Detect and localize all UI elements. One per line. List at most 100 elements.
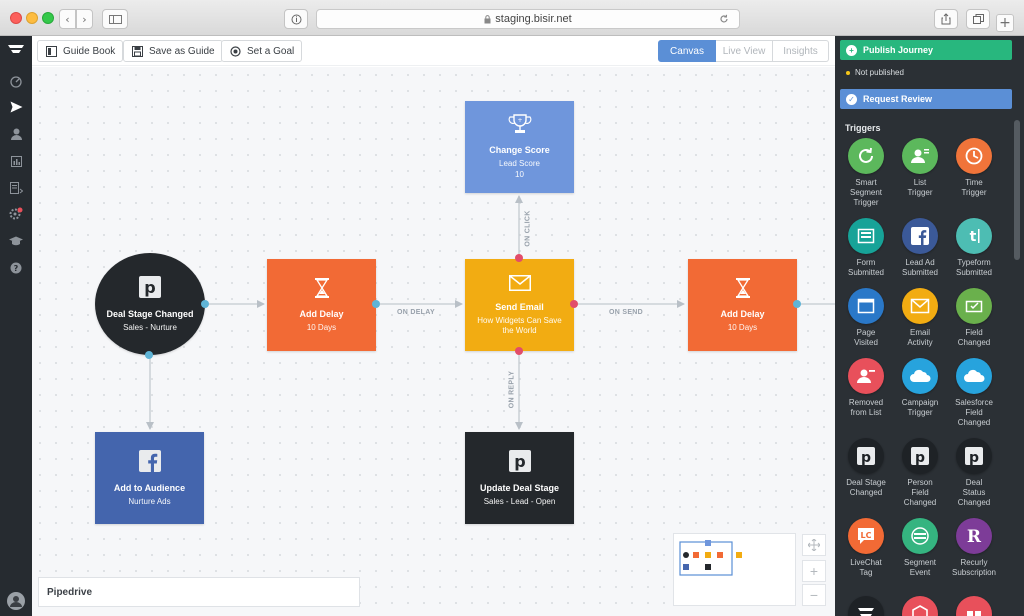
tab-canvas[interactable]: Canvas xyxy=(658,40,716,62)
svg-text:R: R xyxy=(967,527,982,546)
publish-journey-button[interactable]: + Publish Journey xyxy=(840,40,1012,60)
trigger-item[interactable] xyxy=(840,596,892,616)
trigger-item[interactable]: Campaign Trigger xyxy=(894,358,946,418)
trigger-item[interactable]: Segment Event xyxy=(894,518,946,578)
edge-label-on-send: ON SEND xyxy=(609,309,643,316)
sidebar-toggle-button[interactable] xyxy=(102,9,128,29)
output-port[interactable] xyxy=(793,300,801,308)
save-disk-icon xyxy=(131,45,143,57)
guide-book-button[interactable]: Guide Book xyxy=(37,40,124,62)
output-port[interactable] xyxy=(201,300,209,308)
facebook-icon xyxy=(138,449,161,477)
pan-button[interactable] xyxy=(802,534,826,556)
svg-text:p: p xyxy=(861,450,871,466)
output-port[interactable] xyxy=(515,254,523,262)
node-deal-stage-changed[interactable]: p Deal Stage Changed Sales - Nurture xyxy=(95,253,205,355)
close-window-button[interactable] xyxy=(10,12,22,24)
trigger-item[interactable]: Email Activity xyxy=(894,288,946,348)
dashboard-icon[interactable] xyxy=(8,74,24,90)
privacy-report-button[interactable] xyxy=(284,9,308,29)
recurly-icon: R xyxy=(956,518,992,554)
salesforce-icon xyxy=(902,358,938,394)
forms-icon[interactable] xyxy=(8,180,24,196)
node-add-delay-2[interactable]: Add Delay 10 Days xyxy=(688,259,797,351)
help-icon[interactable]: ? xyxy=(8,260,24,276)
set-goal-button[interactable]: Set a Goal xyxy=(221,40,303,62)
trigger-item[interactable]: Time Trigger xyxy=(948,138,1000,198)
node-add-delay-1[interactable]: Add Delay 10 Days xyxy=(267,259,376,351)
triggers-heading: Triggers xyxy=(845,123,881,133)
canvas-minimap[interactable] xyxy=(673,533,796,606)
reload-icon[interactable] xyxy=(719,14,729,24)
academy-cap-icon[interactable] xyxy=(8,233,24,249)
node-send-email[interactable]: Send Email How Widgets Can Save the Worl… xyxy=(465,259,574,351)
zoom-in-button[interactable]: + xyxy=(802,560,826,582)
minimap-viewport[interactable] xyxy=(679,541,733,576)
tab-insights[interactable]: Insights xyxy=(773,40,829,62)
trigger-item[interactable] xyxy=(948,596,1000,616)
contacts-icon[interactable] xyxy=(8,126,24,142)
trigger-item[interactable]: Lead Ad Submitted xyxy=(894,218,946,278)
zoom-out-button[interactable]: − xyxy=(802,584,826,606)
tab-live-view[interactable]: Live View xyxy=(716,40,773,62)
trophy-icon: + xyxy=(508,114,532,139)
pipedrive-icon: p xyxy=(139,275,161,303)
segment-icon xyxy=(902,518,938,554)
panel-scrollbar[interactable] xyxy=(1014,120,1020,260)
tabs-overview-button[interactable] xyxy=(966,9,990,29)
node-add-to-audience[interactable]: Add to Audience Nurture Ads xyxy=(95,432,204,524)
minimize-window-button[interactable] xyxy=(26,12,38,24)
back-button[interactable]: ‹ xyxy=(59,9,76,29)
user-avatar[interactable] xyxy=(7,592,25,610)
journeys-icon[interactable] xyxy=(8,99,24,115)
output-port[interactable] xyxy=(515,347,523,355)
trigger-item[interactable]: Field Changed xyxy=(948,288,1000,348)
node-update-deal-stage[interactable]: p Update Deal Stage Sales - Lead - Open xyxy=(465,432,574,524)
book-icon xyxy=(45,45,57,57)
journey-canvas[interactable]: ON DELAY ON SEND ON CLICK ON REPLY p Dea… xyxy=(32,67,835,616)
trigger-label: Smart Segment Trigger xyxy=(849,178,883,207)
svg-text:+: + xyxy=(517,117,522,124)
address-bar[interactable]: staging.bisir.net xyxy=(316,9,740,29)
trigger-label: Salesforce Field Changed xyxy=(955,398,993,427)
clock-icon xyxy=(956,138,992,174)
trigger-item[interactable]: Salesforce Field Changed xyxy=(948,358,1000,428)
output-port[interactable] xyxy=(570,300,578,308)
trigger-item[interactable]: Form Submitted xyxy=(840,218,892,278)
zoom-window-button[interactable] xyxy=(42,12,54,24)
hourglass-icon xyxy=(735,277,750,303)
save-as-guide-button[interactable]: Save as Guide xyxy=(123,40,223,62)
node-change-score[interactable]: + Change Score Lead Score 10 xyxy=(465,101,574,193)
new-tab-button[interactable]: + xyxy=(996,14,1014,32)
output-port[interactable] xyxy=(372,300,380,308)
reports-icon[interactable] xyxy=(8,153,24,169)
stack-icon xyxy=(848,596,884,616)
trigger-item[interactable]: Smart Segment Trigger xyxy=(840,138,892,208)
forward-button[interactable]: › xyxy=(76,9,93,29)
refresh-icon xyxy=(848,138,884,174)
app-logo-icon[interactable] xyxy=(7,42,25,58)
trigger-item[interactable] xyxy=(894,596,946,616)
output-port[interactable] xyxy=(145,351,153,359)
trigger-item[interactable]: Page Visited xyxy=(840,288,892,348)
facebook-icon xyxy=(902,218,938,254)
settings-gear-icon[interactable] xyxy=(8,206,24,222)
trigger-label: Campaign Trigger xyxy=(901,398,939,417)
trigger-label: Field Changed xyxy=(957,328,991,347)
edge-label-on-reply: ON REPLY xyxy=(508,370,516,409)
svg-text:p: p xyxy=(915,450,925,466)
trigger-item[interactable]: Removed from List xyxy=(840,358,892,418)
trigger-label: Typeform Submitted xyxy=(955,258,993,277)
request-review-button[interactable]: ✓ Request Review xyxy=(840,89,1012,109)
share-button[interactable] xyxy=(934,9,958,29)
canvas-toolbar: Guide Book Save as Guide Set a Goal Canv… xyxy=(32,36,835,66)
salesforce-icon xyxy=(956,358,992,394)
svg-text:?: ? xyxy=(14,264,19,273)
trigger-item[interactable]: List Trigger xyxy=(894,138,946,198)
